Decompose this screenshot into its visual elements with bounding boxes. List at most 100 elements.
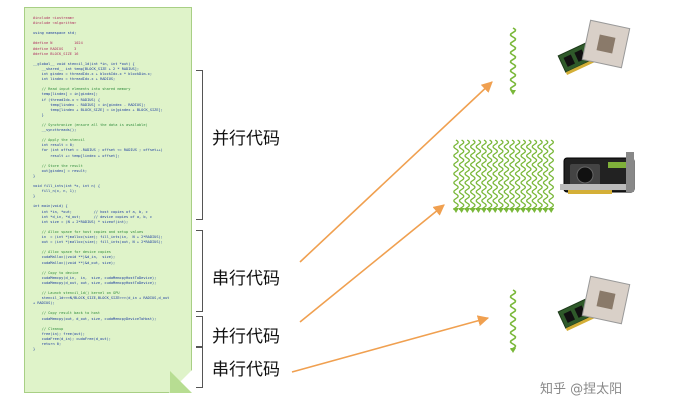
thread-wave-tip — [464, 208, 471, 213]
thread-wave — [537, 139, 543, 211]
thread-wave — [531, 139, 538, 211]
code-line: // Cleanup — [33, 326, 64, 331]
thread-wave-tip — [520, 208, 527, 213]
code-line: temp[lindex] = in[gindex]; — [33, 92, 98, 97]
code-line: // Alloc space for host copies and setup… — [33, 229, 144, 234]
thread-wave — [509, 289, 517, 351]
single-thread-wave-bottom — [509, 289, 517, 353]
thread-wave-tip — [469, 208, 476, 213]
code-line: cudaMalloc((void **)&d_in, size); — [33, 255, 116, 260]
code-line: void fill_ints(int *x, int n) { — [33, 184, 101, 189]
thread-wave — [492, 139, 499, 211]
thread-wave-tip — [542, 208, 549, 213]
code-line: stencil_1d<<<N/BLOCK_SIZE,BLOCK_SIZE>>>(… — [33, 296, 170, 301]
code-line: out = (int *)malloc(size); fill_ints(out… — [33, 240, 163, 245]
code-listing: #include <iostream>#include <algorithm> … — [24, 7, 192, 393]
page-fold — [170, 371, 192, 393]
parallel-thread-waves — [453, 139, 555, 213]
thread-wave — [542, 139, 549, 211]
code-line: int *d_in, *d_out; // device copies of a… — [33, 214, 152, 219]
code-line: } — [33, 112, 44, 117]
code-line: fill_n(x, n, 1); — [33, 189, 77, 194]
single-thread-wave-top — [509, 27, 517, 95]
thread-wave — [486, 139, 493, 211]
code-line: result += temp[lindex + offset]; — [33, 153, 120, 158]
code-line: #define BLOCK_SIZE 16 — [33, 51, 79, 56]
bracket-parallel-2 — [196, 316, 203, 348]
thread-wave-tip — [492, 208, 499, 213]
code-line: #include <algorithm> — [33, 21, 77, 26]
code-line: // Apply the stencil — [33, 138, 85, 143]
thread-wave — [469, 139, 476, 211]
arrow-serial-1-to-cpu — [299, 81, 493, 263]
code-line: // Alloc space for device copies — [33, 250, 111, 255]
thread-wave — [503, 139, 510, 211]
code-line: #define RADIUS 3 — [33, 46, 77, 51]
thread-wave — [453, 139, 459, 211]
code-line: // Copy result back to host — [33, 311, 101, 316]
thread-wave-tip — [475, 208, 482, 213]
code-line: } — [33, 173, 36, 178]
code-line: cudaMemcpy(d_in, in, size, cudaMemcpyHos… — [33, 275, 157, 280]
code-line: int gindex = threadIdx.x + blockIdx.x * … — [33, 72, 152, 77]
cpu-chip-icon-top — [557, 19, 631, 75]
code-line: temp[lindex - RADIUS] = in[gindex - RADI… — [33, 102, 146, 107]
thread-wave-tip — [458, 208, 465, 213]
label-parallel-code-1: 并行代码 — [212, 129, 280, 149]
code-line: cudaMemcpy(out, d_out, size, cudaMemcpyD… — [33, 316, 157, 321]
thread-wave-tip — [481, 208, 487, 213]
label-serial-code-1: 串行代码 — [212, 269, 280, 289]
code-line: free(in); free(out); — [33, 331, 85, 336]
bracket-serial-1 — [196, 230, 203, 312]
thread-wave — [548, 139, 555, 211]
code-line: for (int offset = -RADIUS ; offset <= RA… — [33, 148, 163, 153]
code-line: return 0; — [33, 342, 62, 346]
code-line: #include <iostream> — [33, 16, 75, 20]
code-line: __shared__ int temp[BLOCK_SIZE + 2 * RAD… — [33, 66, 140, 71]
code-line: cudaMalloc((void **)&d_out, size); — [33, 260, 116, 265]
thread-wave-tip — [525, 208, 532, 213]
thread-wave — [514, 139, 521, 211]
thread-wave-tip — [514, 208, 521, 213]
thread-wave-tip — [503, 208, 510, 213]
code-line: __syncthreads(); — [33, 128, 77, 133]
thread-wave — [509, 27, 517, 93]
thread-wave — [475, 139, 482, 211]
code-line: // Synchronize (ensure all the data is a… — [33, 122, 148, 127]
code-line: // Store the result — [33, 163, 83, 168]
code-line: int *in, *out; // host copies of a, b, c — [33, 209, 148, 214]
code-line: int result = 0; — [33, 143, 75, 148]
gpu-card-icon — [560, 152, 635, 194]
thread-wave-tip — [486, 208, 493, 213]
code-line: out[gindex] = result; — [33, 168, 88, 173]
code-lines: #include <iostream>#include <algorithm> … — [33, 16, 185, 352]
code-line: temp[lindex + BLOCK_SIZE] = in[gindex + … — [33, 107, 163, 112]
arrow-serial-2-to-cpu — [291, 315, 490, 373]
label-parallel-code-2: 并行代码 — [212, 327, 280, 347]
code-line: // Read input elements into shared memor… — [33, 87, 131, 92]
thread-wave-tip — [510, 348, 516, 353]
thread-wave — [464, 139, 471, 211]
code-line: } — [33, 347, 36, 352]
thread-wave — [525, 139, 532, 211]
bracket-serial-2 — [196, 346, 203, 388]
bracket-parallel-1 — [196, 70, 203, 220]
thread-wave-tip — [531, 208, 538, 213]
code-line: int size = (N + 2*RADIUS) * sizeof(int); — [33, 219, 129, 224]
code-line: in = (int *)malloc(size); fill_ints(in, … — [33, 235, 163, 240]
thread-wave-tip — [537, 208, 543, 213]
thread-wave — [509, 139, 515, 211]
code-line: // Launch stencil_1d() kernel on GPU — [33, 291, 120, 296]
watermark: 知乎 @捏太阳 — [540, 382, 623, 397]
thread-wave-tip — [453, 208, 459, 213]
cpu-chip-icon-bottom — [557, 275, 631, 331]
thread-wave — [497, 139, 504, 211]
thread-wave — [458, 139, 465, 211]
code-line: cudaMemcpy(d_out, out, size, cudaMemcpyH… — [33, 280, 157, 285]
thread-wave-tip — [510, 90, 516, 95]
code-line: if (threadIdx.x < RADIUS) { — [33, 97, 101, 102]
thread-wave — [481, 139, 487, 211]
thread-wave-tip — [509, 208, 515, 213]
code-line: + RADIUS); — [33, 301, 55, 306]
